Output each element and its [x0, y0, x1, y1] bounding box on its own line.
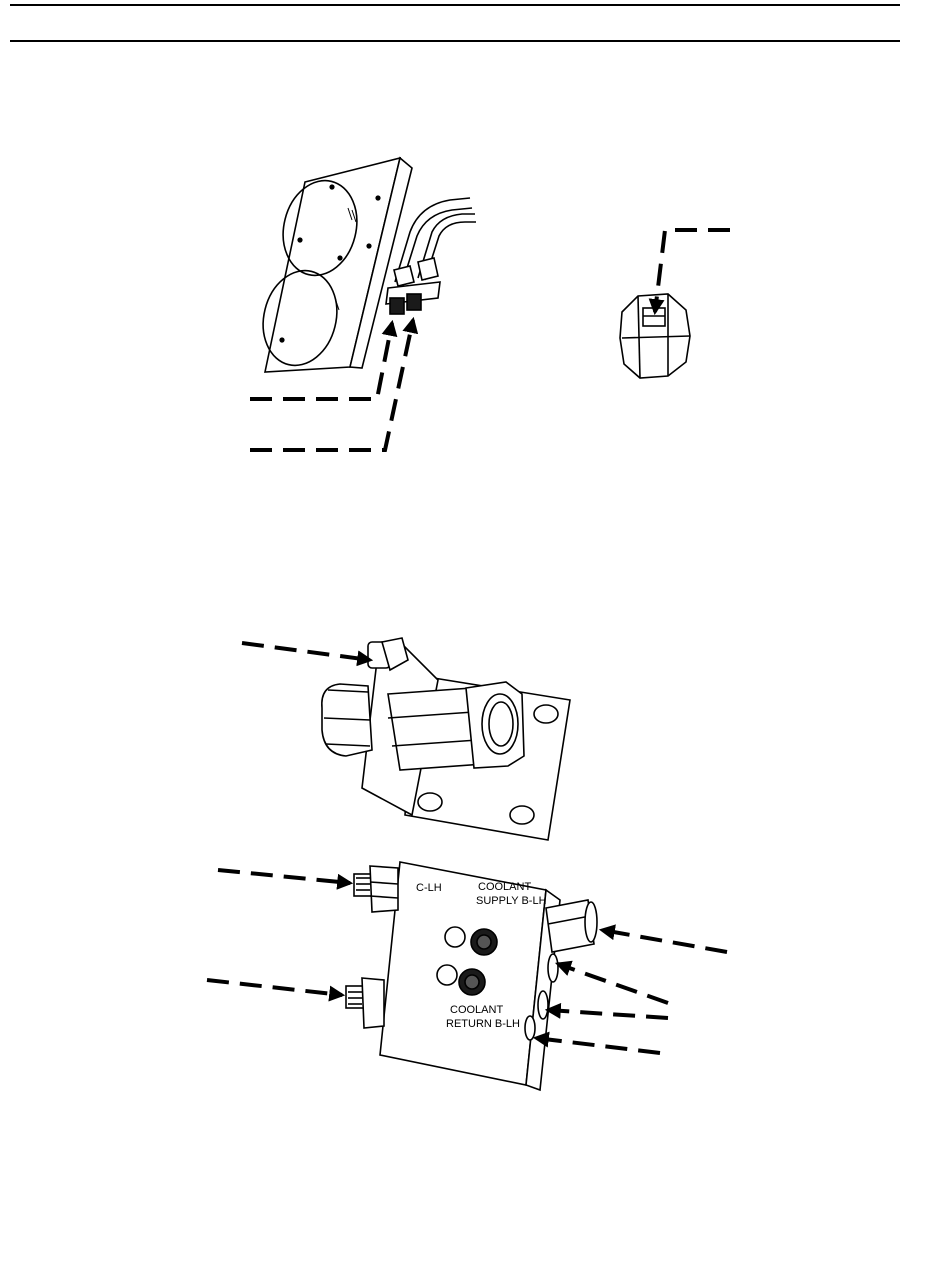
mount-hole	[418, 793, 442, 811]
bracket-assembly	[322, 638, 570, 840]
plugged-port	[437, 965, 457, 985]
supply-label-line2: SUPPLY B-LH	[476, 895, 547, 907]
mount-hole	[510, 806, 534, 824]
return-label-line2: RETURN B-LH	[446, 1018, 520, 1030]
manifold-block	[346, 862, 597, 1090]
c-lh-label: C-LH	[416, 882, 442, 894]
supply-label-line1: COOLANT	[478, 881, 531, 893]
return-label-line1: COOLANT	[450, 1004, 503, 1016]
callout-leader-bracket	[242, 643, 370, 660]
mount-hole	[534, 705, 558, 723]
panel-assembly	[253, 158, 476, 373]
plugged-port	[445, 927, 465, 947]
